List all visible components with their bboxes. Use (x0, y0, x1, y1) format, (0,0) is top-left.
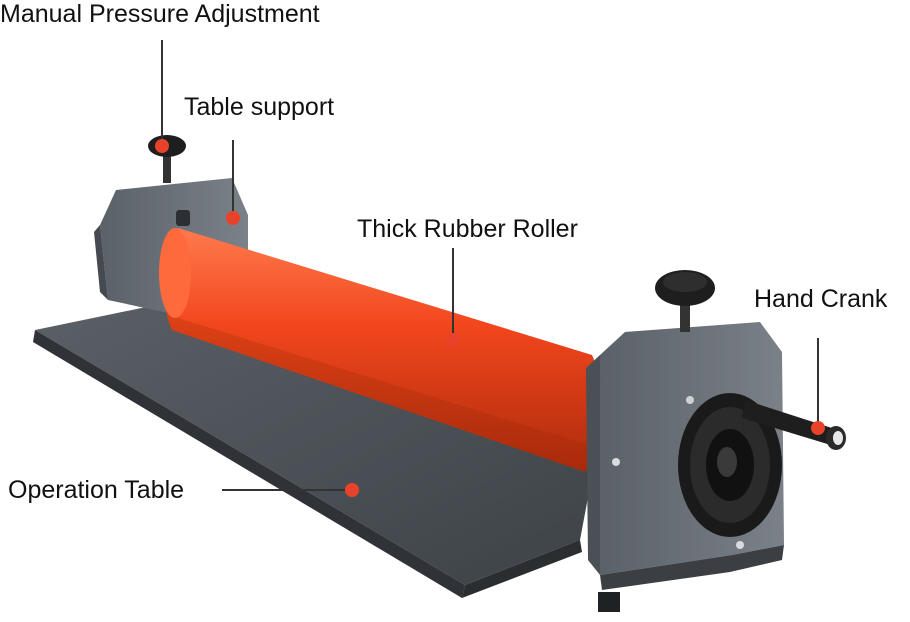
right-knob-shape (655, 270, 715, 332)
hand-wheel-shape (678, 393, 782, 537)
label-thick-rubber-roller: Thick Rubber Roller (357, 215, 578, 243)
marker-table-support (226, 211, 240, 225)
label-operation-table: Operation Table (8, 476, 185, 504)
marker-operation-table (345, 483, 359, 497)
marker-hand-crank (811, 421, 825, 435)
marker-rubber-roller (446, 333, 460, 347)
crank-handle-shape (742, 400, 846, 450)
upper-roller-shape (159, 228, 602, 446)
leader-lines (161, 40, 819, 491)
callout-markers (155, 139, 825, 497)
label-hand-crank: Hand Crank (754, 285, 888, 313)
marker-manual-pressure (155, 139, 169, 153)
label-manual-pressure-adjustment: Manual Pressure Adjustment (0, 0, 320, 28)
label-table-support: Table support (184, 93, 335, 121)
